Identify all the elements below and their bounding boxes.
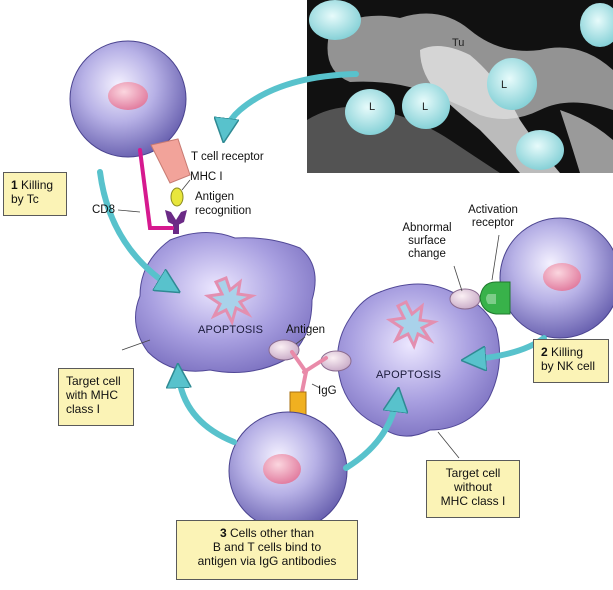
tc-nucleus [108, 82, 148, 110]
activation-line-2: receptor [471, 217, 515, 229]
target-mhc-line3: class I [66, 402, 101, 416]
target-no-mhc-line1: Target cell [445, 466, 501, 480]
leader-cd8 [117, 209, 141, 213]
antigen-bubble-right [320, 350, 352, 372]
t-cell-receptor-shape [150, 138, 191, 184]
leader-mhc-i [181, 179, 191, 191]
activation-leader [491, 234, 500, 281]
target-mhc-line2: with MHC [66, 388, 119, 402]
mhc-i-label: MHC I [190, 171, 223, 183]
arrow-bottom-to-left-target [178, 368, 237, 445]
leader-target-mhc [121, 339, 151, 351]
photo-label-l1: L [369, 101, 375, 113]
arrow-tc-to-target [97, 169, 176, 290]
killing-by-tc-box: 1 Killing by Tc [3, 172, 67, 216]
antigen-bubble-left [268, 339, 300, 361]
cd8-shape [138, 148, 174, 230]
apoptosis-right-label: APOPTOSIS [376, 369, 441, 381]
mhc-i-stem [173, 224, 179, 234]
killing-by-nk-box: 2 Killing by NK cell [533, 339, 609, 383]
photo-label-tu: Tu [452, 37, 464, 49]
killing-tc-num: 1 [11, 178, 18, 192]
killing-nk-num: 2 [541, 345, 548, 359]
activation-line-1: Activation [468, 204, 518, 216]
abnormal-line-1: Abnormal [402, 222, 452, 234]
target-cell-no-mhc-box: Target cell without MHC class I [426, 460, 520, 518]
killing-nk-line2: by NK cell [541, 359, 596, 373]
photo-label-l3: L [501, 79, 507, 91]
abnormal-line-2: surface [408, 235, 446, 247]
cells-other-line1: Cells other than [229, 526, 315, 540]
nk-cell [499, 217, 613, 339]
tc-cell [69, 40, 187, 158]
micrograph-photo: Tu L L L [307, 0, 613, 173]
arrow-photo-to-tc [224, 71, 359, 138]
cells-other-num: 3 [219, 526, 227, 540]
abnormal-line-3: change [408, 248, 446, 260]
cd8-label: CD8 [92, 204, 116, 216]
igg-label: IgG [318, 385, 337, 397]
antigen-leader [295, 336, 306, 345]
cells-other-line2: B and T cells bind to [212, 540, 322, 554]
abnormal-surface-bubble [449, 288, 481, 310]
fragmented-nucleus-right [385, 299, 439, 350]
antigen-label: Antigen [286, 324, 326, 336]
antigen-recognition-label-1: Antigen [195, 191, 235, 203]
igg-antibody [289, 350, 328, 417]
antigen-shape [170, 187, 184, 207]
bottom-effector-cell [228, 411, 348, 531]
cells-other-line3: antigen via IgG antibodies [197, 554, 337, 568]
target-cell-mhc-box: Target cell with MHC class I [58, 368, 134, 426]
antigen-recognition-label-2: recognition [195, 205, 252, 217]
fragmented-nucleus-left [203, 276, 257, 327]
target-no-mhc-line2: without [453, 480, 493, 494]
t-cell-receptor-label: T cell receptor [191, 151, 264, 163]
target-mhc-line1: Target cell [66, 374, 121, 388]
killing-nk-line1: Killing [551, 345, 584, 359]
abnormal-surface-label: Abnormal surface change [394, 222, 460, 261]
target-no-mhc-line3: MHC class I [440, 494, 506, 508]
photo-label-l2: L [422, 101, 428, 113]
killing-tc-line2: by Tc [11, 192, 39, 206]
cells-other-box: 3 Cells other than B and T cells bind to… [176, 520, 358, 580]
arrow-bottom-to-right-target [343, 392, 398, 471]
activation-receptor-label: Activation receptor [456, 204, 530, 230]
leader-target-no-mhc [437, 431, 460, 459]
apoptosis-left-label: APOPTOSIS [198, 324, 263, 336]
activation-receptor-shape [479, 281, 511, 315]
killing-tc-line1: Killing [21, 178, 54, 192]
mhc-i-shape [165, 210, 187, 226]
abnormal-leader [453, 265, 463, 292]
